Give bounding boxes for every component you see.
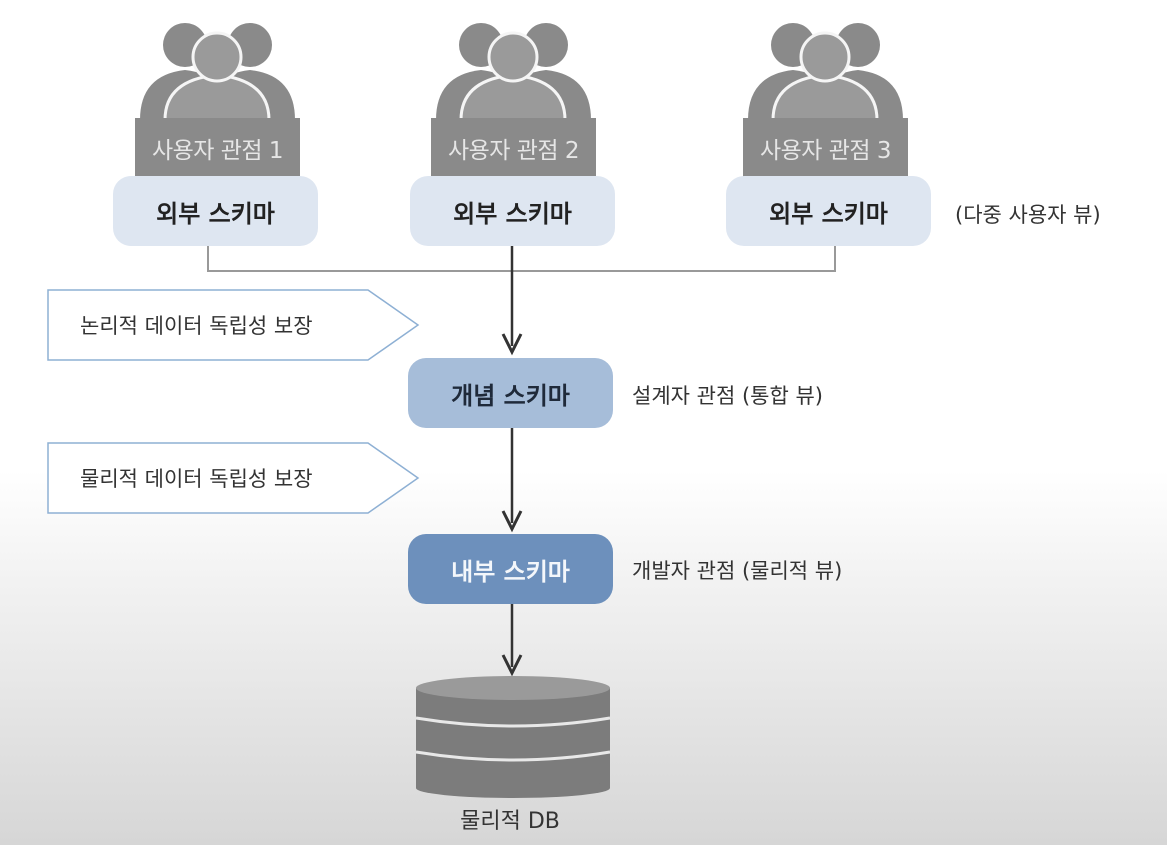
- users-icon: [436, 23, 591, 122]
- physical-independence-arrow-shape: [47, 442, 420, 514]
- external-note: (다중 사용자 뷰): [955, 203, 1101, 227]
- logical-independence-label: 논리적 데이터 독립성 보장: [80, 314, 313, 338]
- internal-schema: 내부 스키마: [408, 534, 613, 604]
- database-icon: [415, 676, 611, 798]
- external-schema-3: 외부 스키마: [726, 176, 931, 246]
- user-group-2: 사용자 관점 2: [431, 20, 596, 180]
- external-schema-1: 외부 스키마: [113, 176, 318, 246]
- user-label-2: 사용자 관점 2: [431, 118, 596, 178]
- conceptual-note: 설계자 관점 (통합 뷰): [632, 384, 823, 408]
- internal-note: 개발자 관점 (물리적 뷰): [632, 559, 843, 583]
- user-label-1: 사용자 관점 1: [135, 118, 300, 178]
- conceptual-schema: 개념 스키마: [408, 358, 613, 428]
- users-icon: [140, 23, 295, 122]
- users-icon: [748, 23, 903, 122]
- user-label-3: 사용자 관점 3: [743, 118, 908, 178]
- external-schema-2: 외부 스키마: [410, 176, 615, 246]
- physical-independence-label: 물리적 데이터 독립성 보장: [80, 467, 313, 491]
- logical-independence-arrow-shape: [47, 289, 420, 361]
- user-group-1: 사용자 관점 1: [135, 20, 300, 180]
- user-group-3: 사용자 관점 3: [743, 20, 908, 180]
- database-label: 물리적 DB: [460, 809, 560, 834]
